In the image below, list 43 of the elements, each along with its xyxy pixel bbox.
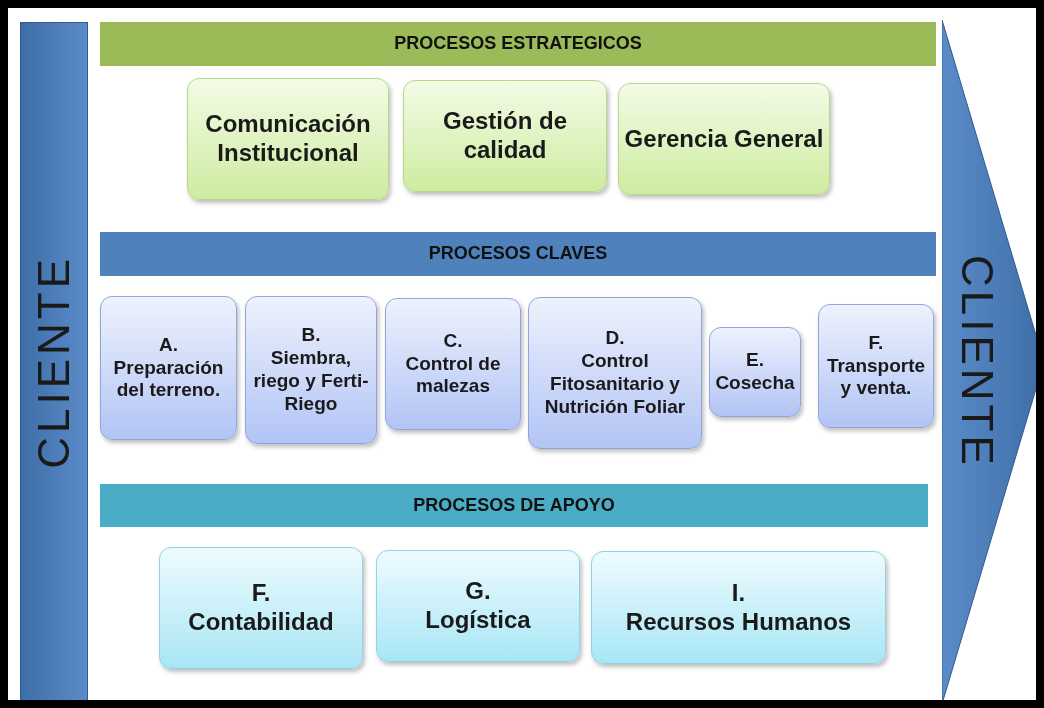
process-label: Transporte y venta. [825, 354, 927, 401]
process-label: B. [301, 324, 321, 348]
process-box [245, 296, 377, 444]
process-box [187, 78, 389, 200]
client-label: CLIENTE [951, 255, 1003, 469]
process-label: Cosecha [715, 372, 795, 395]
process-box [591, 551, 886, 664]
process-box [618, 83, 830, 195]
process-label: F. [251, 579, 271, 608]
process-label: G. [465, 577, 491, 606]
category-band [100, 22, 936, 66]
process-box [528, 297, 702, 449]
process-label: C. [443, 329, 463, 353]
process-label: PROCESOS DE APOYO [413, 494, 615, 517]
process-box [376, 550, 580, 662]
process-label: Preparación del terreno. [112, 356, 225, 403]
process-label: F. [868, 331, 884, 355]
process-box [818, 304, 934, 428]
category-band [100, 484, 928, 527]
process-label: Logística [425, 606, 531, 635]
client-bar [20, 22, 88, 700]
process-label: Recursos Humanos [625, 607, 852, 637]
process-label: Control Fitosanitario y Nutrición Foliar [543, 350, 687, 419]
process-box [159, 547, 363, 669]
process-label: Comunicación Institucional [204, 110, 372, 168]
process-box [100, 296, 237, 440]
process-box [403, 80, 607, 192]
process-box [385, 298, 521, 430]
client-label: CLIENTE [27, 255, 79, 469]
process-label: D. [605, 327, 625, 351]
process-label: Gerencia General [624, 124, 824, 154]
process-label: Control de malezas [404, 352, 502, 399]
client-arrow [942, 20, 1036, 700]
process-label: I. [731, 578, 746, 608]
process-label: PROCESOS CLAVES [428, 243, 608, 265]
process-label: A. [159, 333, 178, 357]
process-label: E. [746, 349, 764, 372]
process-label: Siembra, riego y Ferti- Riego [252, 347, 370, 416]
process-label: Gestión de calidad [442, 107, 568, 165]
process-box [709, 327, 801, 417]
process-label: PROCESOS ESTRATEGICOS [394, 33, 642, 55]
category-band [100, 232, 936, 276]
process-label: Contabilidad [188, 608, 334, 637]
